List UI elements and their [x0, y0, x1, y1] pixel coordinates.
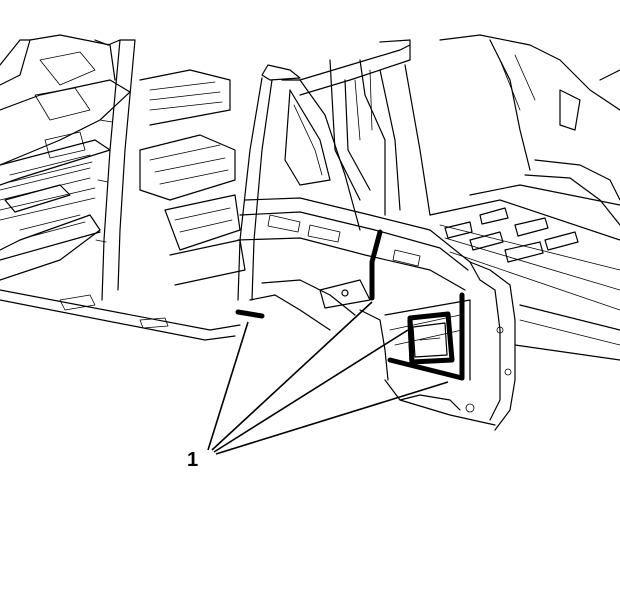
leader-line-3 [213, 329, 409, 453]
cab-back-panel [0, 34, 246, 286]
b-pillar [94, 39, 136, 301]
c-pillar [237, 39, 411, 301]
weld-seam-panel-opening [407, 311, 455, 365]
weld-seams [235, 229, 465, 381]
floor-pan [0, 79, 241, 341]
rear-cab-panel [237, 197, 496, 426]
leader-line-4 [215, 381, 449, 455]
callout-leaders [207, 301, 449, 455]
weld-seam-pillar-base [235, 309, 265, 319]
leader-line-2 [211, 301, 373, 451]
weld-seam-cross-member [369, 229, 383, 301]
weld-seam-corner-horizontal [387, 357, 465, 381]
rear-window-frame [329, 59, 431, 216]
callout-label: 1 [187, 449, 199, 471]
pickup-box-floor [429, 34, 620, 361]
leader-line-1 [207, 321, 249, 451]
